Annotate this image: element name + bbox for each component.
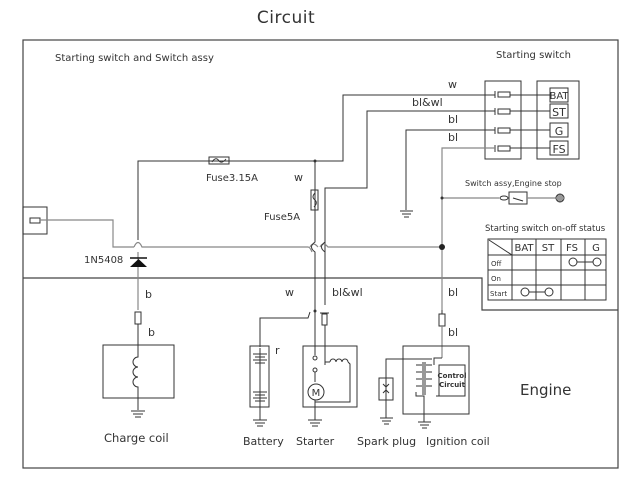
terminal-st-label: ST: [552, 106, 566, 119]
diode-1n5408: [130, 257, 147, 267]
connector-pin-fs: [494, 145, 511, 152]
engine-stop-switch: [499, 191, 556, 205]
wire-st-label: bl&wl: [412, 96, 443, 109]
connector-ignition: [438, 310, 446, 327]
connector-charge: [134, 311, 142, 325]
connector-pin-g: [494, 127, 511, 134]
starter-icon: M: [307, 355, 351, 420]
terminal-bat-label: BAT: [549, 91, 569, 102]
status-table-title: Starting switch on-off status: [485, 224, 606, 234]
battery-feed-label: w: [285, 286, 294, 299]
spark-plug-icon: [382, 378, 390, 418]
battery-label: Battery: [243, 435, 284, 448]
outer-frame: [22, 39, 619, 469]
wire-bat: [315, 94, 495, 162]
status-col-st: ST: [542, 243, 555, 254]
svg-text:M: M: [312, 388, 321, 399]
status-start-bat-st-connection: [520, 287, 554, 297]
fuse-3-15a: [208, 156, 230, 165]
connector-starter: [320, 312, 329, 326]
wire-main-bus-hops: [309, 243, 442, 248]
control-circuit-label-1: Control: [438, 372, 467, 380]
ignition-wire-upper-label: bl: [448, 286, 458, 299]
battery-icon: [253, 348, 267, 420]
fuse1-label: Fuse3.15A: [206, 173, 258, 184]
wire-st: [324, 110, 495, 305]
engine-label: Engine: [520, 381, 571, 399]
ground-g: [400, 210, 413, 218]
status-row-on: On: [491, 275, 501, 283]
terminal-block: [536, 80, 580, 160]
starter-label: Starter: [296, 435, 335, 448]
control-circuit-box: [438, 364, 466, 397]
terminal-fs-label: FS: [552, 143, 565, 156]
terminal-g-label: G: [555, 125, 564, 138]
fuse2-label: Fuse5A: [264, 212, 300, 223]
wire-st-hop: [321, 188, 326, 253]
wire-left-connector: [40, 219, 134, 248]
wire-fuse1: [137, 160, 315, 240]
spark-plug-label: Spark plug: [357, 435, 416, 448]
ignition-coil-label: Ignition coil: [426, 435, 490, 448]
ignition-wire-lower-label: bl: [448, 326, 458, 339]
connector-block: [484, 80, 522, 160]
charge-coil-label: Charge coil: [104, 431, 169, 445]
wire-bat-label: w: [448, 78, 457, 91]
ground-spark: [380, 417, 393, 425]
status-row-off: Off: [491, 260, 502, 268]
status-off-fs-g-connection: [568, 257, 602, 267]
fuse-5a: [310, 189, 319, 211]
wire-fuse2: [311, 161, 316, 310]
wire-g: [405, 129, 495, 210]
engine-divider: [23, 277, 618, 311]
junction-dot: [313, 309, 317, 313]
wire-main-bus: [133, 241, 313, 253]
control-circuit-label-2: Circuit: [439, 381, 466, 389]
charge-coil-icon: [132, 345, 139, 410]
wire-g-label: bl: [448, 113, 458, 126]
status-table: BAT ST FS G Off On Start: [487, 238, 607, 301]
table-corner-diagonal: [488, 239, 513, 256]
charge-wire-lower-label: b: [148, 326, 155, 339]
diagram-title: Circuit: [257, 8, 315, 28]
starter-box: [302, 345, 358, 408]
ground-starter: [308, 419, 322, 427]
engine-stop-button-icon: [555, 193, 565, 203]
status-col-bat: BAT: [514, 243, 534, 254]
connector-pin-bat: [494, 91, 511, 98]
battery-pos-label: r: [275, 344, 280, 357]
diode-label: 1N5408: [84, 255, 123, 266]
ground-ignition: [418, 421, 431, 429]
status-col-g: G: [592, 243, 600, 254]
status-row-start: Start: [490, 290, 507, 298]
starting-switch: BAT ST G FS: [484, 80, 580, 160]
starter-feed-label: bl&wl: [332, 286, 363, 299]
junction-dot: [440, 196, 444, 200]
connector-pin-st: [494, 108, 511, 115]
ground-battery: [253, 419, 267, 427]
wire-fs-label: bl: [448, 131, 458, 144]
ground-charge: [131, 410, 145, 418]
status-col-fs: FS: [566, 243, 578, 254]
switch-assy-label: Starting switch and Switch assy: [55, 53, 214, 64]
junction-dot: [439, 244, 445, 250]
fuse2-wire-label: w: [294, 171, 303, 184]
starting-switch-label: Starting switch: [496, 50, 571, 61]
engine-stop-label: Switch assy,Engine stop: [465, 179, 562, 188]
charge-wire-upper-label: b: [145, 288, 152, 301]
wire-fs: [441, 147, 495, 310]
ignition-coil-box: [402, 345, 470, 415]
wire-battery-feed: [259, 311, 311, 347]
ignition-coil-icon: [385, 357, 460, 422]
